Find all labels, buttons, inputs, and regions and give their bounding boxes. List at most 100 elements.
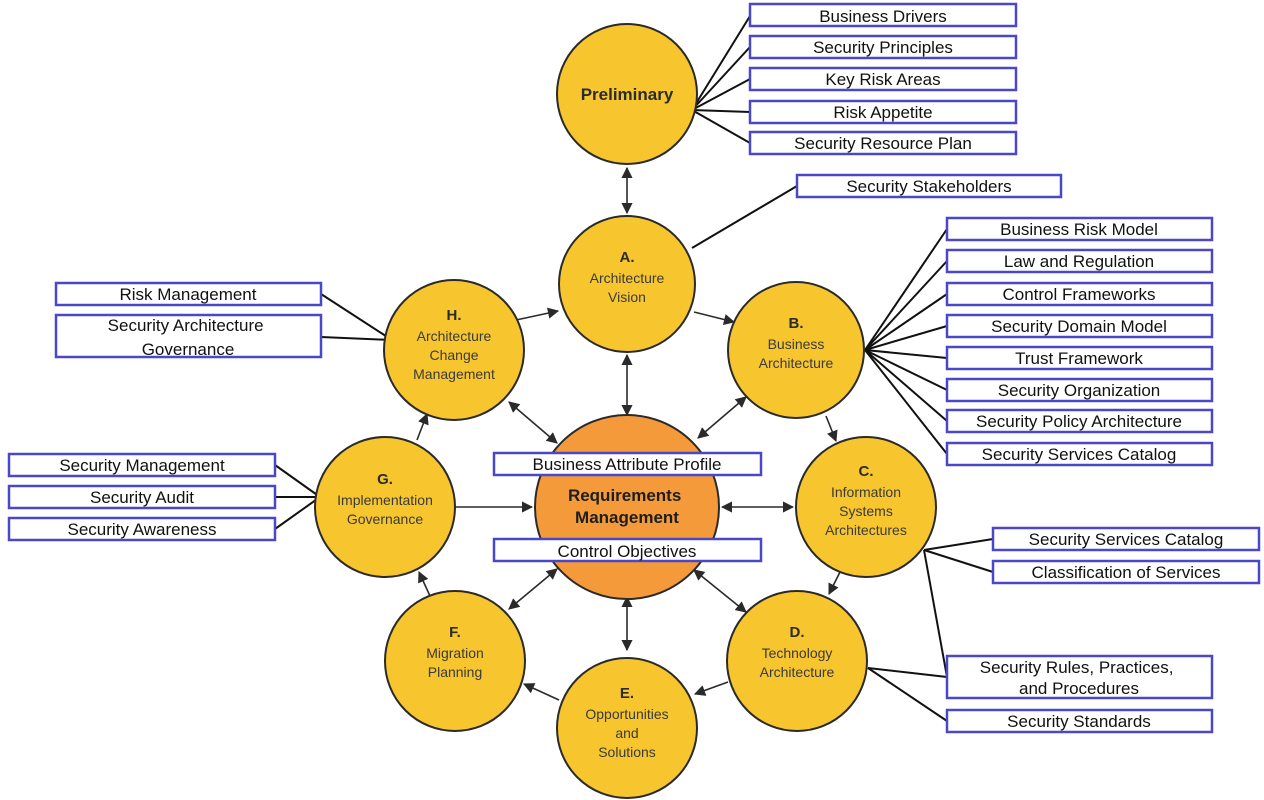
svg-text:Risk Appetite: Risk Appetite [833, 103, 932, 122]
phase-letter: D. [790, 624, 805, 641]
box-security-architecture-governance: Security Architecture Governance [54, 313, 323, 359]
center-label-business-attribute-profile: Business Attribute Profile [492, 451, 763, 477]
svg-text:Control Objectives: Control Objectives [558, 542, 697, 561]
svg-text:Security Management: Security Management [59, 456, 225, 475]
phase-name-line: Implementation [337, 492, 433, 508]
box-business-risk-model: Business Risk Model [945, 216, 1214, 242]
svg-text:Classification of Services: Classification of Services [1032, 563, 1221, 582]
center-label: Requirements Management [568, 486, 686, 527]
phase-name-line: Architecture [590, 270, 665, 286]
phase-letter: G. [377, 471, 393, 488]
box-security-policy-architecture: Security Policy Architecture [945, 408, 1214, 434]
phase-name-line: Architectures [825, 522, 907, 538]
svg-text:Security Stakeholders: Security Stakeholders [846, 177, 1011, 196]
box-security-resource-plan: Security Resource Plan [748, 130, 1018, 156]
box-security-rules-practices: Security Rules, Practices, and Procedure… [945, 654, 1214, 700]
phase-name-line: Planning [428, 664, 483, 680]
box-trust-framework: Trust Framework [945, 345, 1214, 371]
box-security-awareness: Security Awareness [7, 516, 277, 542]
phase-name-line: Preliminary [581, 85, 674, 104]
svg-text:Security Services Catalog: Security Services Catalog [982, 445, 1177, 464]
box-business-drivers: Business Drivers [748, 2, 1018, 28]
box-security-principles: Security Principles [748, 34, 1018, 60]
cycle-arrows [416, 166, 841, 701]
phase-preliminary-label: Preliminary [581, 85, 674, 104]
svg-text:Business Drivers: Business Drivers [819, 7, 947, 26]
svg-text:Business Risk Model: Business Risk Model [1000, 220, 1158, 239]
box-security-management: Security Management [7, 452, 277, 478]
svg-text:Security Architecture Go: Security Architecture Governance [108, 316, 269, 359]
phase-name-line: Change [429, 347, 478, 363]
box-risk-management: Risk Management [54, 281, 323, 307]
svg-text:Security Audit: Security Audit [90, 488, 194, 507]
box-security-audit: Security Audit [7, 484, 277, 510]
box-risk-appetite: Risk Appetite [748, 99, 1018, 125]
phase-name-line: Governance [347, 511, 423, 527]
phase-name-line: Opportunities [585, 706, 668, 722]
phase-letter: E. [620, 685, 634, 702]
center-requirements-management: Requirements Management [534, 414, 720, 600]
phase-name-line: Information [831, 484, 901, 500]
svg-text:Security Rules, Practices,: Security Rules, Practices, and Procedure… [980, 658, 1178, 698]
phase-name-line: Management [413, 366, 495, 382]
box-law-and-regulation: Law and Regulation [945, 248, 1214, 274]
svg-text:Security Awareness: Security Awareness [68, 520, 217, 539]
phase-name-line: Architecture [759, 355, 834, 371]
phase-letter: A. [620, 249, 635, 266]
phase-name-line: Business [768, 336, 825, 352]
svg-text:Business Attribute Profile: Business Attribute Profile [533, 455, 722, 474]
box-security-stakeholders: Security Stakeholders [795, 173, 1063, 199]
box-classification-of-services: Classification of Services [991, 559, 1261, 585]
phase-name-line: Migration [426, 645, 484, 661]
phase-letter: C. [859, 463, 874, 480]
box-security-services-catalog-b: Security Services Catalog [945, 441, 1214, 467]
box-security-services-catalog-c: Security Services Catalog [991, 526, 1261, 552]
box-key-risk-areas: Key Risk Areas [748, 66, 1018, 92]
box-security-organization: Security Organization [945, 377, 1214, 403]
phase-letter: F. [449, 624, 461, 641]
phase-preliminary: Preliminary [556, 23, 698, 165]
svg-text:Risk Management: Risk Management [119, 285, 256, 304]
svg-text:Security Services Catalog: Security Services Catalog [1029, 530, 1224, 549]
phase-name-line: Architecture [417, 328, 492, 344]
box-security-standards: Security Standards [945, 708, 1214, 734]
svg-text:Trust Framework: Trust Framework [1015, 349, 1143, 368]
phase-letter: H. [447, 307, 462, 324]
svg-text:Key Risk Areas: Key Risk Areas [825, 70, 940, 89]
phase-name-line: Architecture [760, 664, 835, 680]
svg-text:Security Domain Model: Security Domain Model [991, 317, 1167, 336]
svg-text:Law and Regulation: Law and Regulation [1004, 252, 1154, 271]
connector-lines [274, 15, 994, 722]
svg-text:Control Frameworks: Control Frameworks [1002, 285, 1155, 304]
box-security-domain-model: Security Domain Model [945, 313, 1214, 339]
svg-text:Security Principles: Security Principles [813, 38, 953, 57]
phase-name-line: Technology [762, 645, 833, 661]
center-label-control-objectives: Control Objectives [492, 537, 763, 563]
svg-text:Security Standards: Security Standards [1007, 712, 1151, 731]
phase-name-line: Solutions [598, 744, 656, 760]
box-control-frameworks: Control Frameworks [945, 281, 1214, 307]
svg-text:Security Resource Plan: Security Resource Plan [794, 134, 972, 153]
phase-name-line: and [615, 725, 638, 741]
svg-text:Security Organization: Security Organization [998, 381, 1161, 400]
phase-name-line: Vision [608, 289, 646, 305]
phase-name-line: Systems [839, 503, 893, 519]
phase-letter: B. [789, 315, 804, 332]
